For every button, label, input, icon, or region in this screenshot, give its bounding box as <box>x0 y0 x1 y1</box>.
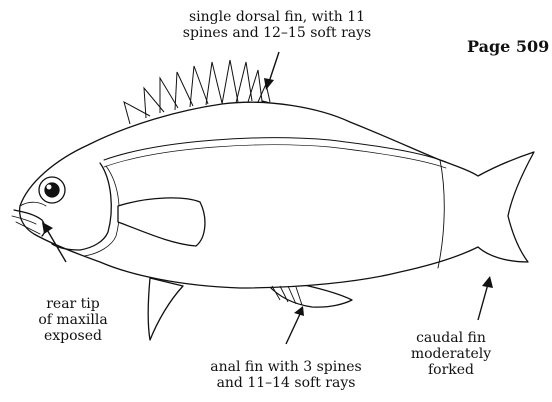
label-line: spines and 12–15 soft rays <box>172 25 382 41</box>
label-line: moderately <box>396 346 506 362</box>
label-line: of maxilla <box>33 312 113 328</box>
label-line: caudal fin <box>396 330 506 346</box>
label-line: exposed <box>33 328 113 344</box>
label-line: single dorsal fin, with 11 <box>172 9 382 25</box>
label-maxilla: rear tip of maxilla exposed <box>33 296 113 344</box>
arrow-anal <box>286 314 300 344</box>
label-line: rear tip <box>33 296 113 312</box>
label-anal-fin: anal fin with 3 spines and 11–14 soft ra… <box>196 359 376 391</box>
label-dorsal-fin: single dorsal fin, with 11 spines and 12… <box>172 9 382 41</box>
label-caudal-fin: caudal fin moderately forked <box>396 330 506 378</box>
fish-body <box>20 102 534 288</box>
label-line: anal fin with 3 spines <box>196 359 376 375</box>
arrow-dorsal <box>269 52 279 82</box>
arrowhead-dorsal <box>264 78 274 90</box>
pelvic-fin <box>148 278 183 340</box>
page-number: Page 509 <box>467 37 549 56</box>
arrow-caudal <box>478 284 488 320</box>
label-line: forked <box>396 362 506 378</box>
arrowhead-caudal <box>482 276 493 288</box>
arrowhead-anal <box>294 306 304 316</box>
label-line: and 11–14 soft rays <box>196 375 376 391</box>
